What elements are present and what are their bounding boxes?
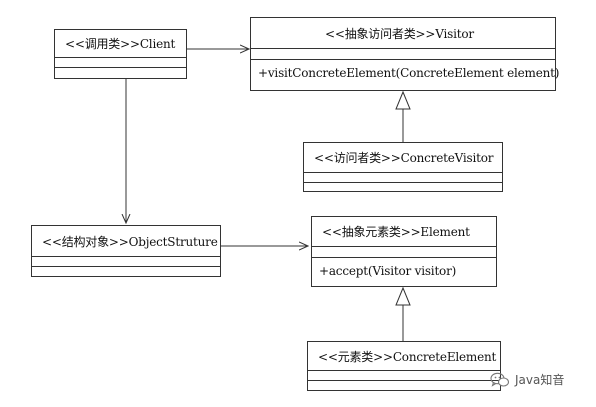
class-client: <<调用类>>Client (54, 29, 187, 79)
element-method: +accept(Visitor visitor) (319, 264, 457, 278)
class-visitor-title: <<抽象访问者类>>Visitor (325, 26, 474, 41)
divider (304, 182, 502, 183)
visitor-method: +visitConcreteElement(ConcreteElement el… (258, 66, 560, 80)
class-concrete-element-title: <<元素类>>ConcreteElement (318, 349, 497, 364)
class-object-structure-title: <<结构对象>>ObjectStruture (42, 234, 218, 249)
divider (32, 256, 220, 257)
class-visitor: <<抽象访问者类>>Visitor +visitConcreteElement(… (250, 17, 560, 91)
divider (308, 370, 500, 371)
class-concrete-visitor: <<访问者类>>ConcreteVisitor (303, 142, 503, 192)
class-concrete-element: <<元素类>>ConcreteElement (307, 341, 501, 391)
class-element-title: <<抽象元素类>>Element (322, 225, 470, 239)
divider (251, 59, 555, 60)
divider (304, 172, 502, 173)
class-client-title: <<调用类>>Client (65, 37, 176, 51)
divider (55, 57, 186, 58)
divider (308, 380, 500, 381)
inheritance-triangle-element (395, 286, 411, 306)
divider (312, 257, 496, 258)
wechat-icon (490, 372, 510, 388)
class-concrete-visitor-title: <<访问者类>>ConcreteVisitor (314, 151, 494, 165)
class-element: <<抽象元素类>>Element +accept(Visitor visitor… (311, 216, 497, 287)
watermark-text: Java知音 (515, 373, 565, 387)
inheritance-triangle-visitor (395, 90, 411, 110)
watermark: Java知音 (490, 371, 564, 388)
class-object-structure: <<结构对象>>ObjectStruture (31, 225, 221, 277)
divider (32, 266, 220, 267)
divider (312, 246, 496, 247)
divider (251, 48, 555, 49)
divider (55, 67, 186, 68)
